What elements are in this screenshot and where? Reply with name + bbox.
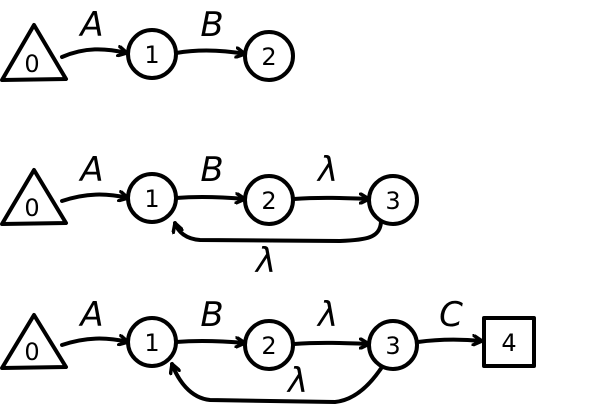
start-state-0: 0 [0,23,68,82]
edge-label-lambda: λ [316,150,338,190]
state-2: 2 [243,30,295,82]
start-state-0: 0 [0,168,68,226]
edge-label-lambda: λ [316,295,338,335]
edge-1-2 [174,197,247,199]
state-2: 2 [243,174,295,226]
state-1: 1 [126,28,178,80]
start-state-0: 0 [0,313,68,370]
state-label: 1 [144,329,159,357]
edge-3-4 [416,340,484,342]
state-label: 2 [261,187,276,215]
diagram-3: 0 1 2 3 4 A B λ C λ [0,295,536,404]
diagram-1: 0 1 2 A B [0,5,295,82]
state-label: 0 [24,50,39,78]
state-label: 1 [144,41,159,69]
edge-label-lambda-loop: λ [254,241,276,281]
edge-1-2 [174,50,247,54]
edge-0-1 [60,195,130,203]
edge-label-b: B [200,150,223,190]
state-1: 1 [126,316,178,368]
diagram-2: 0 1 2 3 A B λ λ [0,150,419,281]
edge-1-2 [174,341,247,343]
state-1: 1 [126,172,178,224]
edge-label-lambda-loop: λ [286,361,308,401]
state-label: 0 [24,338,39,366]
state-label: 2 [261,43,276,71]
state-3: 3 [367,319,419,371]
edge-2-3 [292,343,371,344]
state-label: 3 [385,187,400,215]
state-label: 0 [24,194,39,222]
edge-0-1 [60,339,130,347]
state-label: 4 [501,329,516,357]
state-label: 1 [144,185,159,213]
edge-3-1-loop [172,362,384,404]
edge-label-b: B [200,295,223,335]
edge-2-3 [292,198,371,199]
state-label: 3 [385,332,400,360]
state-3: 3 [367,174,419,226]
edge-0-1 [60,49,129,59]
edge-label-a: A [78,5,103,45]
edge-label-a: A [78,150,103,190]
edge-label-c: C [439,295,463,335]
final-state-4: 4 [482,316,536,368]
edge-3-1-loop [175,220,383,243]
edge-label-a: A [78,295,103,335]
state-label: 2 [261,332,276,360]
state-2: 2 [243,319,295,371]
edge-label-b: B [200,5,223,45]
